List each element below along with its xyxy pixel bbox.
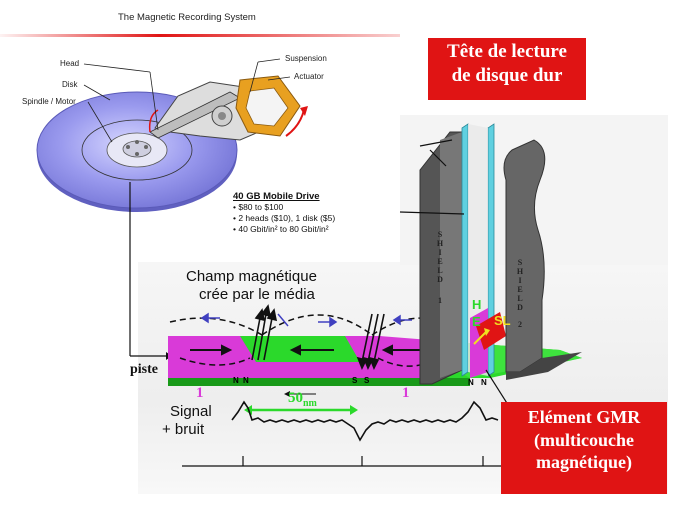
shield-1-letter: L [435, 266, 445, 275]
shield-1-letter: E [435, 257, 445, 266]
scale-label: 50nm [288, 390, 317, 409]
field-label-line2: crée par le média [199, 286, 315, 303]
shield-2-letter: L [515, 294, 525, 303]
scale-unit: nm [303, 398, 317, 409]
scale-value: 50 [288, 390, 303, 406]
signal-waveform [232, 402, 498, 440]
sensor-label-sl: SL [494, 313, 511, 328]
signal-label-line1: Signal [170, 403, 212, 420]
pole-n: N [243, 376, 249, 385]
pole-s: S [364, 376, 369, 385]
field-label-line1: Champ magnétique [186, 268, 317, 285]
gmr-element-box: Elément GMR (multicouche magnétique) [501, 402, 667, 494]
shield-2-letter: 2 [515, 320, 525, 329]
shield-2-letter: S [515, 258, 525, 267]
shield-1-letter: D [435, 275, 445, 284]
shield-2-letter: E [515, 285, 525, 294]
pole-n: N [468, 378, 474, 387]
shield-1-letter: S [435, 230, 445, 239]
bit-value-right: 1 [402, 385, 410, 402]
shield-1-letter: H [435, 239, 445, 248]
gmr-box-line2: (multicouche [501, 429, 667, 452]
shield-2-label: S H I E L D 2 [515, 258, 525, 329]
shield-2-letter: I [515, 276, 525, 285]
gmr-box-line3: magnétique) [501, 451, 667, 474]
shield-1-letter: I [435, 248, 445, 257]
sensor-plate-left [462, 124, 468, 376]
sensor-label-e: E [472, 314, 481, 329]
shield-1-letter: 1 [435, 296, 445, 305]
pole-s: S [352, 376, 357, 385]
pole-n: N [233, 376, 239, 385]
shield-1-label: S H I E L D 1 [435, 230, 445, 305]
field-direction-arrows [202, 314, 412, 326]
track-label: piste [130, 362, 158, 378]
shield-2-letter: H [515, 267, 525, 276]
signal-label-line2: + bruit [162, 421, 204, 438]
gmr-box-line1: Elément GMR [501, 406, 667, 429]
pole-n: N [481, 378, 487, 387]
shield-2-letter: D [515, 303, 525, 312]
shield-2 [504, 140, 545, 372]
sensor-label-h: H [472, 297, 481, 312]
bit-value-left: 1 [196, 385, 204, 402]
